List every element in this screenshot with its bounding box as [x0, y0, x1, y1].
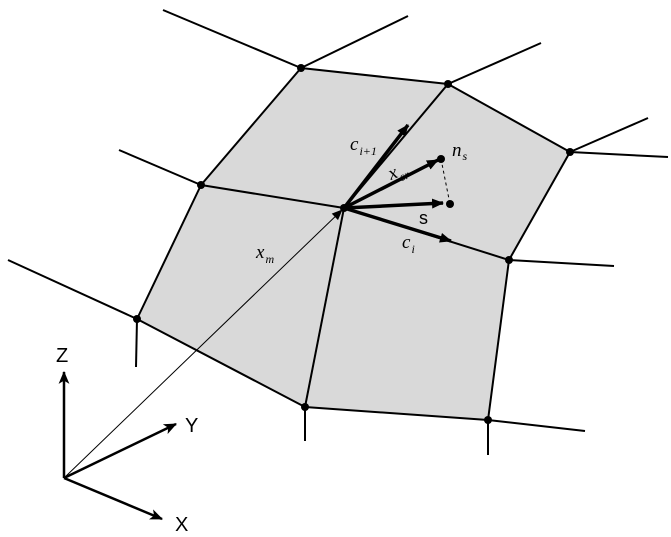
label-c-i: ci — [402, 232, 415, 256]
edge-ext — [162, 9, 302, 69]
point-n-s — [437, 155, 445, 163]
edge-ext — [487, 419, 586, 432]
edge-ext — [569, 117, 649, 153]
edge-center-left — [200, 184, 345, 209]
edge-ext — [118, 149, 202, 186]
vector-x-sr — [343, 158, 439, 210]
edge-ext — [508, 259, 615, 267]
edge-ext — [300, 15, 409, 69]
label-n-s: ns — [452, 140, 468, 163]
node — [301, 403, 309, 411]
axis-y — [63, 422, 177, 480]
node — [505, 256, 513, 264]
point-s — [446, 200, 454, 208]
vector-x-m — [63, 209, 343, 479]
axis-label-z: Z — [56, 345, 68, 367]
label-s: s — [419, 208, 428, 228]
node — [566, 148, 574, 156]
label-c-i-plus-1: ci+1 — [350, 134, 377, 158]
projection-dashed-line — [440, 158, 451, 205]
edge-ext — [135, 318, 138, 368]
mesh-patch-face — [136, 67, 571, 421]
node — [197, 181, 205, 189]
bold-vectors — [342, 123, 452, 243]
label-x-m: xm — [255, 242, 274, 266]
edge-ext — [7, 259, 138, 320]
axis-label-x: X — [175, 514, 188, 536]
axis-x — [63, 476, 163, 521]
vector-c-i — [343, 206, 452, 243]
vector-s — [343, 198, 444, 210]
node — [133, 315, 141, 323]
node — [297, 64, 305, 72]
edge-ext — [447, 42, 542, 85]
edge-ext — [569, 151, 669, 158]
coordinate-axes — [58, 370, 177, 521]
vector-c-i-plus-1 — [342, 123, 410, 210]
edge-center-bottom — [304, 207, 345, 408]
axis-label-y: Y — [185, 415, 198, 437]
node — [484, 416, 492, 424]
node — [444, 80, 452, 88]
exterior-edges — [7, 9, 669, 455]
